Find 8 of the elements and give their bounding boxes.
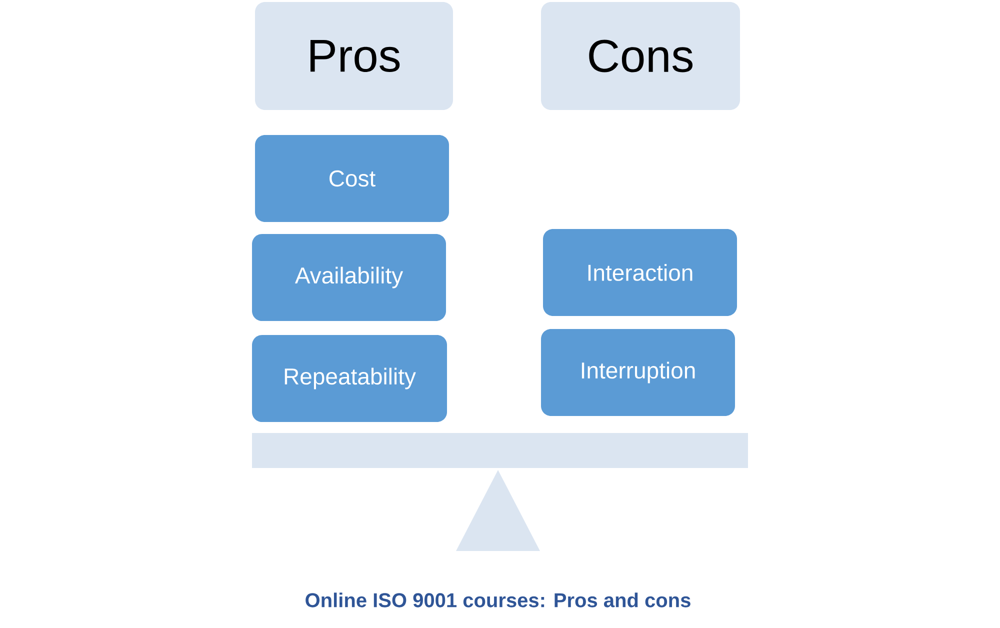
- header-box: Cons: [541, 2, 740, 110]
- item-box: Cost: [255, 134, 449, 222]
- item-box: Repeatability: [252, 334, 447, 422]
- item-box: Availability: [252, 234, 446, 321]
- item-box: Interruption: [541, 328, 735, 416]
- caption: Online ISO 9001 courses: Pros and cons: [306, 592, 690, 608]
- item-box: Interaction: [543, 229, 737, 316]
- header-box: Pros: [255, 2, 453, 110]
